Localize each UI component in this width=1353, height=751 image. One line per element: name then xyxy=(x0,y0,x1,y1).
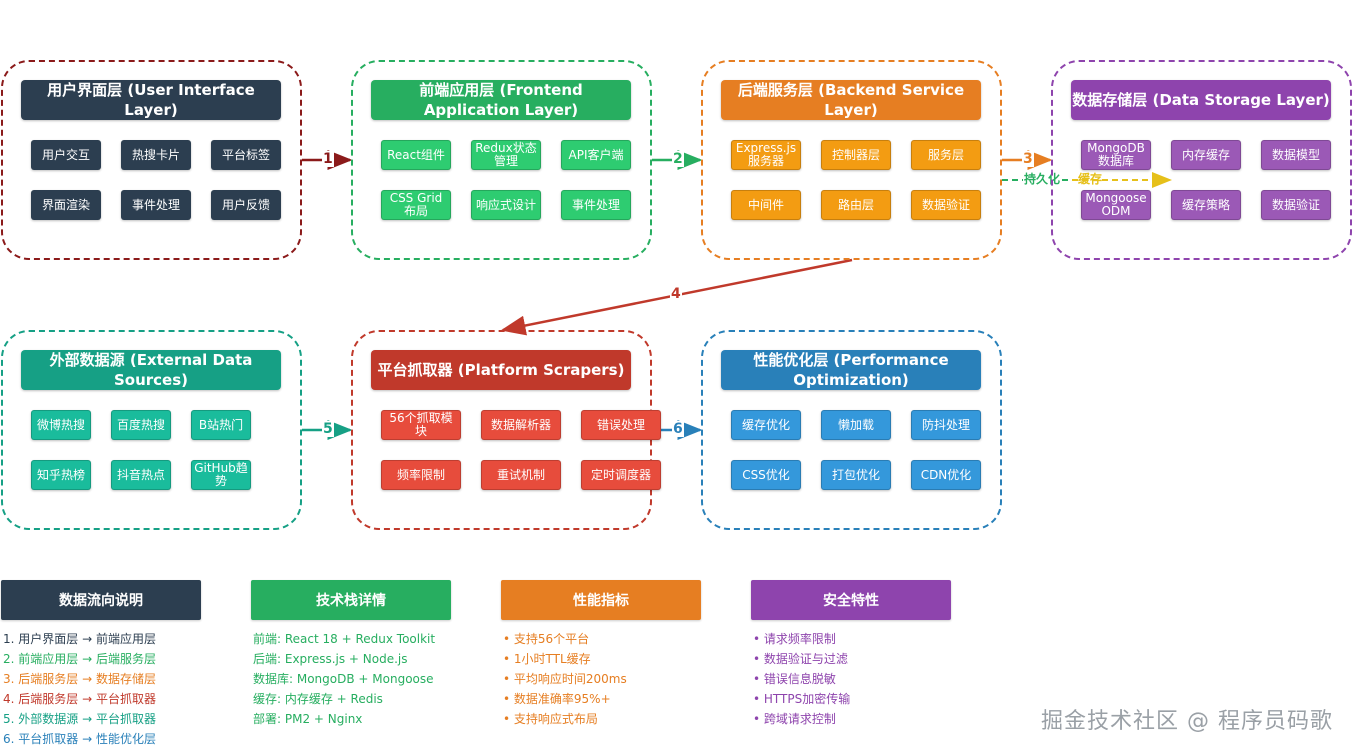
legend-flow-title: 数据流向说明 xyxy=(1,580,201,620)
legend-tech-line: 后端: Express.js + Node.js xyxy=(253,652,408,666)
storage-item-cache-strategy: 缓存策略 xyxy=(1171,190,1241,220)
performance-item-cache: 缓存优化 xyxy=(731,410,801,440)
legend-perf-line: • 平均响应时间200ms xyxy=(503,672,627,686)
external-item-github: GitHub趋势 xyxy=(191,460,251,490)
backend-item-service: 服务层 xyxy=(911,140,981,170)
storage-item-memory-cache: 内存缓存 xyxy=(1171,140,1241,170)
edge-3-label: 3 xyxy=(1022,151,1034,167)
edge-cache-label: 缓存 xyxy=(1078,172,1103,186)
scrapers-item-modules: 56个抓取模块 xyxy=(381,410,461,440)
edge-6-label: 6 xyxy=(672,421,684,437)
performance-layer-group xyxy=(701,330,1002,530)
legend-perf-title: 性能指标 xyxy=(501,580,701,620)
storage-layer-title: 数据存储层 (Data Storage Layer) xyxy=(1071,80,1331,120)
legend-security-line: • HTTPS加密传输 xyxy=(753,692,851,706)
scrapers-item-error-handling: 错误处理 xyxy=(581,410,661,440)
ui-item-interaction: 用户交互 xyxy=(31,140,101,170)
legend-flow-line: 3. 后端服务层 → 数据存储层 xyxy=(3,672,156,686)
legend-perf-line: • 支持56个平台 xyxy=(503,632,590,646)
external-layer-group xyxy=(1,330,302,530)
backend-item-express: Express.js服务器 xyxy=(731,140,801,170)
performance-item-cdn: CDN优化 xyxy=(911,460,981,490)
frontend-item-redux: Redux状态管理 xyxy=(471,140,541,170)
legend-perf-line: • 支持响应式布局 xyxy=(503,712,598,726)
ui-item-platform-tag: 平台标签 xyxy=(211,140,281,170)
performance-item-lazy-load: 懒加载 xyxy=(821,410,891,440)
backend-item-middleware: 中间件 xyxy=(731,190,801,220)
storage-item-mongodb: MongoDB数据库 xyxy=(1081,140,1151,170)
edge-4-label: 4 xyxy=(670,286,682,302)
scrapers-item-rate-limit: 频率限制 xyxy=(381,460,461,490)
edge-1-label: 1 xyxy=(322,151,334,167)
storage-layer-group xyxy=(1051,60,1352,260)
external-item-baidu: 百度热搜 xyxy=(111,410,171,440)
scrapers-item-parser: 数据解析器 xyxy=(481,410,561,440)
external-item-weibo: 微博热搜 xyxy=(31,410,91,440)
legend-flow-line: 4. 后端服务层 → 平台抓取器 xyxy=(3,692,156,706)
ui-item-feedback: 用户反馈 xyxy=(211,190,281,220)
frontend-item-react: React组件 xyxy=(381,140,451,170)
frontend-item-api-client: API客户端 xyxy=(561,140,631,170)
edge-5-label: 5 xyxy=(322,421,334,437)
legend-security-line: • 数据验证与过滤 xyxy=(753,652,848,666)
legend-tech-title: 技术栈详情 xyxy=(251,580,451,620)
watermark: 掘金技术社区 @ 程序员码歌 xyxy=(1041,709,1333,734)
ui-layer-group xyxy=(1,60,302,260)
ui-layer-title: 用户界面层 (User Interface Layer) xyxy=(21,80,281,120)
edge-2-label: 2 xyxy=(672,151,684,167)
legend-tech-line: 数据库: MongoDB + Mongoose xyxy=(253,672,434,686)
frontend-item-events: 事件处理 xyxy=(561,190,631,220)
external-item-bilibili: B站热门 xyxy=(191,410,251,440)
scrapers-item-retry: 重试机制 xyxy=(481,460,561,490)
frontend-layer-title: 前端应用层 (Frontend Application Layer) xyxy=(371,80,631,120)
legend-security-title: 安全特性 xyxy=(751,580,951,620)
performance-item-bundle: 打包优化 xyxy=(821,460,891,490)
ui-item-hot-card: 热搜卡片 xyxy=(121,140,191,170)
legend-security-line: • 错误信息脱敏 xyxy=(753,672,836,686)
legend-security-line: • 跨域请求控制 xyxy=(753,712,836,726)
performance-item-css: CSS优化 xyxy=(731,460,801,490)
legend-flow-line: 2. 前端应用层 → 后端服务层 xyxy=(3,652,156,666)
ui-item-render: 界面渲染 xyxy=(31,190,101,220)
backend-item-router: 路由层 xyxy=(821,190,891,220)
backend-layer-group xyxy=(701,60,1002,260)
storage-item-mongoose: Mongoose ODM xyxy=(1081,190,1151,220)
backend-item-controller: 控制器层 xyxy=(821,140,891,170)
legend-flow-line: 6. 平台抓取器 → 性能优化层 xyxy=(3,732,156,746)
ui-item-events: 事件处理 xyxy=(121,190,191,220)
external-item-zhihu: 知乎热榜 xyxy=(31,460,91,490)
scrapers-layer-title: 平台抓取器 (Platform Scrapers) xyxy=(371,350,631,390)
legend-security-line: • 请求频率限制 xyxy=(753,632,836,646)
frontend-layer-group xyxy=(351,60,652,260)
performance-item-debounce: 防抖处理 xyxy=(911,410,981,440)
legend-tech-line: 前端: React 18 + Redux Toolkit xyxy=(253,632,436,646)
frontend-item-css-grid: CSS Grid布局 xyxy=(381,190,451,220)
legend-tech-line: 部署: PM2 + Nginx xyxy=(253,712,363,726)
external-item-douyin: 抖音热点 xyxy=(111,460,171,490)
legend-flow-line: 1. 用户界面层 → 前端应用层 xyxy=(3,632,156,646)
frontend-item-responsive: 响应式设计 xyxy=(471,190,541,220)
backend-item-validation: 数据验证 xyxy=(911,190,981,220)
legend-perf-line: • 数据准确率95%+ xyxy=(503,692,611,706)
backend-layer-title: 后端服务层 (Backend Service Layer) xyxy=(721,80,981,120)
external-layer-title: 外部数据源 (External Data Sources) xyxy=(21,350,281,390)
performance-layer-title: 性能优化层 (Performance Optimization) xyxy=(721,350,981,390)
scrapers-item-scheduler: 定时调度器 xyxy=(581,460,661,490)
legend-tech-line: 缓存: 内存缓存 + Redis xyxy=(253,692,383,706)
storage-item-validation: 数据验证 xyxy=(1261,190,1331,220)
legend-flow-line: 5. 外部数据源 → 平台抓取器 xyxy=(3,712,156,726)
storage-item-data-model: 数据模型 xyxy=(1261,140,1331,170)
legend-perf-line: • 1小时TTL缓存 xyxy=(503,652,591,666)
